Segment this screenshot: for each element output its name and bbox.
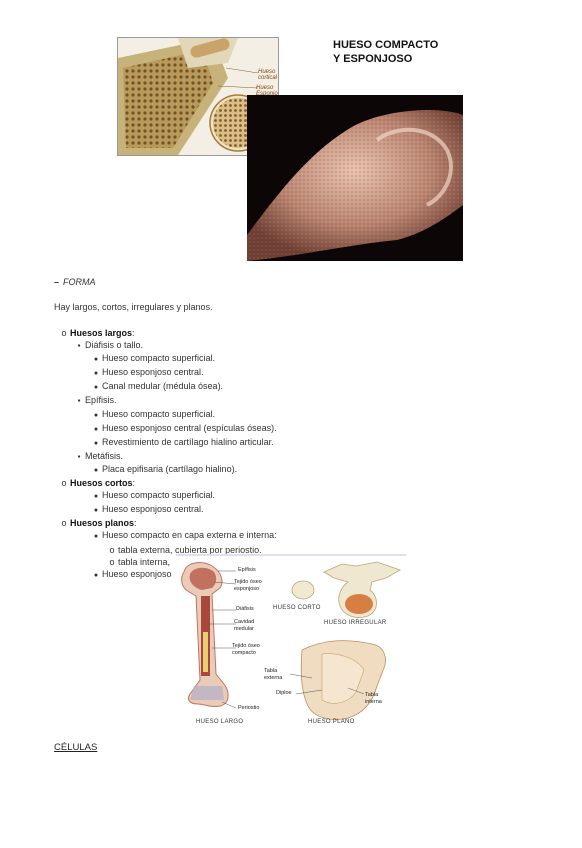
label-tabla-interna-2: interna [365, 699, 382, 705]
bullet-icon: ● [93, 425, 99, 433]
bullet-icon: ● [93, 411, 99, 419]
bullet-icon: ▪ [77, 341, 81, 351]
caption-hueso-largo: HUESO LARGO [196, 719, 244, 725]
outline-item-text: Hueso esponjoso central. [102, 504, 204, 515]
outline-item-text: Huesos largos [70, 328, 133, 338]
outline-item-text: tabla externa, cubierta por periostio. [118, 544, 262, 555]
outline-item: ●Revestimiento de cartílago hialino arti… [0, 436, 582, 450]
outline-item: ●Canal medular (médula ósea). [0, 380, 582, 394]
outline-item-text: Diáfisis o tallo. [85, 340, 144, 351]
outline-item-text: Hueso esponjoso central. [102, 367, 204, 378]
intro-paragraph: Hay largos, cortos, irregulares y planos… [54, 302, 213, 312]
outline-item-text: Epífisis. [85, 395, 117, 406]
bone-types-drawing [176, 554, 406, 720]
outline-item-text: Hueso compacto superficial. [102, 353, 216, 364]
outline-item: ●Hueso compacto superficial. [0, 489, 582, 503]
label-tabla-externa-2: externa [264, 675, 283, 681]
label-esponjoso: Hueso Esponjoso [256, 85, 278, 97]
bullet-icon: ● [93, 507, 99, 515]
outline-item: ●Hueso esponjoso central. [0, 503, 582, 517]
label-diploe: Diploe [276, 690, 292, 696]
outline-item-text: Hueso esponjoso central (espículas óseas… [102, 422, 277, 433]
outline-item-text: Revestimiento de cartílago hialino artic… [102, 436, 274, 447]
label-epifisis: Epífisis [238, 567, 256, 573]
section-heading-text: FORMA [63, 277, 96, 287]
label-tejido-compacto-1: Tejido óseo [232, 643, 260, 649]
outline-item: ●Placa epifisaria (cartílago hialino). [0, 463, 582, 477]
bullet-icon: ● [93, 439, 99, 447]
figure-title: HUESO COMPACTO Y ESPONJOSO [333, 38, 438, 66]
caption-hueso-plano: HUESO PLANO [308, 719, 355, 725]
outline-item-text: Huesos planos [70, 518, 135, 529]
label-diafisis: Diáfisis [236, 606, 254, 612]
bullet-icon: ● [93, 356, 99, 364]
label-cortical: Hueso cortical [258, 69, 278, 81]
label-tabla-interna-1: Tabla [365, 692, 379, 698]
bone-head-photo [247, 95, 463, 261]
outline-item-suffix: : [132, 478, 136, 489]
bullet-icon: o [61, 518, 67, 529]
bone-head-drawing [247, 95, 463, 261]
outline-item: ▪ Diáfisis o tallo. [0, 339, 582, 352]
label-tejido-compacto-2: compacto [232, 650, 256, 656]
outline-item-suffix: : [134, 518, 137, 529]
bullet-icon: ▪ [77, 396, 81, 406]
outline-item-text: Placa epifisaria (cartílago hialino). [102, 463, 238, 474]
bullet-icon: ● [93, 493, 99, 501]
outline-item: ●Hueso compacto superficial. [0, 352, 582, 366]
outline-item-text: Hueso esponjoso (centro): [102, 568, 211, 579]
caption-hueso-corto: HUESO CORTO [273, 605, 321, 611]
figure-title-line2: Y ESPONJOSO [333, 53, 413, 65]
bullet-icon: ● [93, 370, 99, 378]
bullet-icon: o [61, 478, 67, 489]
caption-hueso-irregular: HUESO IRREGULAR [324, 620, 387, 626]
outline-item-text: Canal medular (médula ósea). [102, 381, 224, 392]
celulas-link[interactable]: CÉLULAS [54, 742, 98, 753]
outline-item-text: Hueso compacto superficial. [102, 490, 216, 501]
outline-item-text: Hueso compacto en capa externa e interna… [102, 530, 277, 541]
bullet-icon: o [109, 544, 115, 555]
figure-title-line1: HUESO COMPACTO [333, 39, 439, 51]
outline-item: ●Hueso compacto superficial. [0, 408, 582, 422]
section-heading: –FORMA [54, 277, 96, 287]
bullet-icon: ● [93, 384, 99, 392]
bullet-icon: ● [93, 533, 99, 541]
outline-item: ●Hueso compacto en capa externa e intern… [0, 529, 582, 543]
label-periostio: Periostio [238, 705, 260, 711]
label-cavidad-1: Cavidad [234, 619, 255, 625]
outline-item: ▪ Metáfisis. [0, 450, 582, 463]
label-cavidad-2: medular [234, 626, 254, 632]
outline-item-text: Hueso compacto superficial. [102, 408, 216, 419]
bullet-icon: o [109, 556, 115, 567]
bullet-icon: ● [93, 571, 99, 579]
outline-item: ●Hueso esponjoso central (espículas ósea… [0, 422, 582, 436]
bone-types-diagram: Epífisis Tejido óseo esponjoso Diáfisis … [172, 554, 408, 731]
outline-item: ●Hueso esponjoso central. [0, 366, 582, 380]
label-tabla-externa-1: Tabla [264, 668, 278, 674]
bullet-icon: ▪ [77, 451, 81, 461]
label-tejido-esponjoso-1: Tejido óseo [234, 579, 262, 585]
label-tejido-esponjoso-2: esponjoso [234, 586, 260, 592]
outline-item-text: Huesos cortos [70, 478, 133, 489]
outline-item-suffix: : [132, 328, 135, 338]
outline-item-text: Metáfisis. [85, 450, 124, 461]
outline-item: ▪ Epífisis. [0, 394, 582, 407]
bullet-icon: ● [93, 466, 99, 474]
bullet-icon: o [61, 328, 67, 338]
